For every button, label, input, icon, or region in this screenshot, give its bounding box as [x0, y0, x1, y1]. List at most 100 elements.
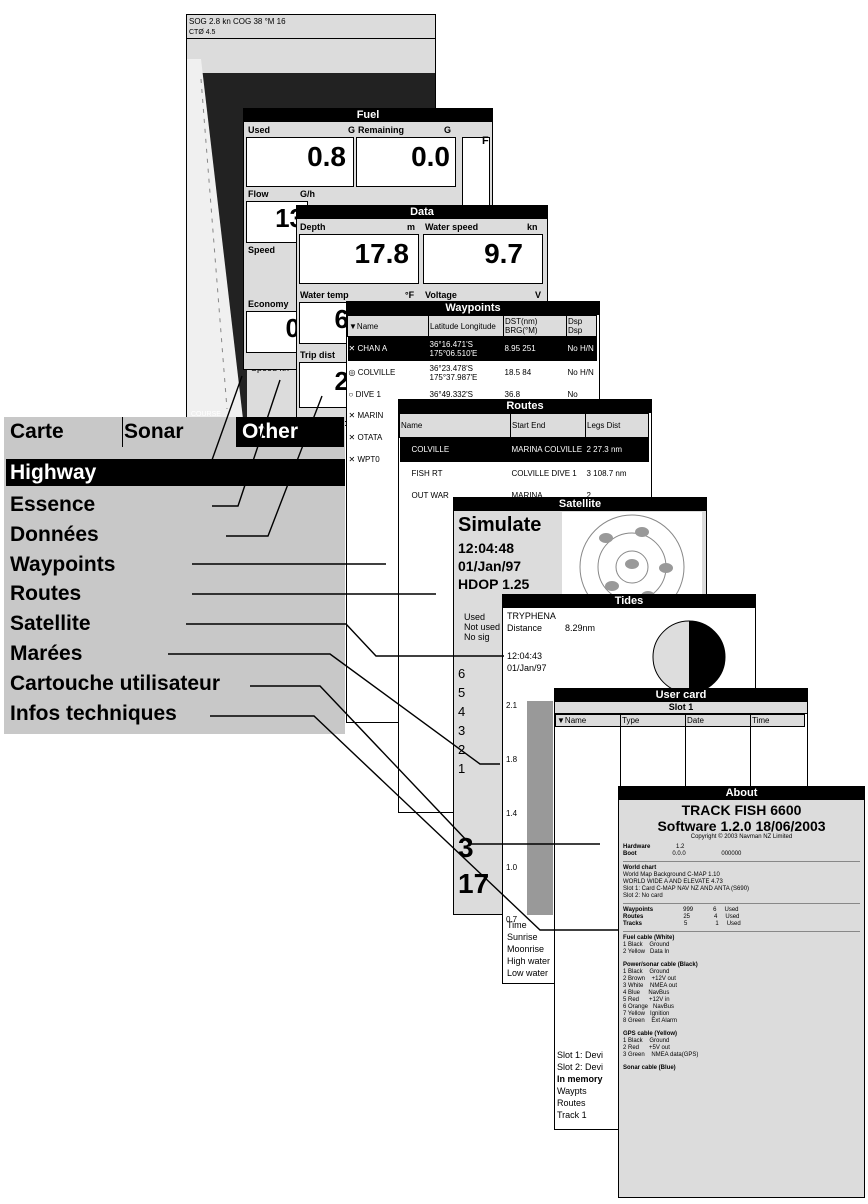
table-row[interactable]: ✕ WPT0 — [348, 449, 597, 471]
wpt-name: ✕ WPT0 — [348, 455, 380, 464]
tab-carte[interactable]: Carte — [4, 417, 123, 447]
col-dst[interactable]: DST(nm) BRG(°M) — [503, 315, 567, 337]
table-row[interactable]: ○ DIVE 1 36°49.332'S 36.8 No — [348, 385, 597, 405]
tides-title: Tides — [503, 595, 755, 608]
sonar-cable-heading: Sonar cable (Blue) — [623, 1065, 676, 1071]
wpt-dst: 8.95 251 — [504, 344, 536, 354]
table-row[interactable]: ✕ OTATA — [348, 427, 597, 449]
menu-item-routes[interactable]: Routes — [10, 582, 82, 605]
bar-tick: 2 — [458, 742, 466, 757]
highway-road — [187, 59, 243, 419]
highway-sky — [187, 39, 435, 73]
slot2-row: Slot 2: Devi — [557, 1062, 604, 1072]
tide-date: 01/Jan/97 — [507, 663, 547, 673]
tide-y-tick: 0.7 — [506, 915, 518, 924]
power-cable-heading: Power/sonar cable (Black) — [623, 962, 698, 968]
world-chart-heading: World chart — [623, 865, 657, 871]
remaining-unit: G — [444, 125, 452, 135]
bar-tick: 3 — [458, 723, 466, 738]
remaining-value: 0.0 — [411, 141, 450, 172]
gps-cable-row: 1 Black Ground — [623, 1038, 670, 1044]
table-row[interactable]: ✕ CHAN A 36°16.471'S 175°06.510'E 8.95 2… — [347, 336, 597, 361]
tide-rows: Time Sunrise Moonrise High water Low wat… — [507, 919, 550, 979]
remaining-label: Remaining — [358, 125, 405, 135]
voltage-label: Voltage — [425, 290, 457, 300]
wpt-coord: 36°23.478'S 175°37.987'E — [429, 363, 478, 382]
world-chart-line-1: World Map Background C-MAP 1.10 — [623, 872, 720, 878]
table-row[interactable]: COLVILLE MARINA COLVILLE 2 27.3 nm — [399, 437, 649, 462]
about-title: About — [619, 787, 864, 800]
used-value: 0.8 — [307, 141, 346, 172]
route-start-end: COLVILLE DIVE 1 — [511, 469, 577, 478]
tide-y-tick: 2.1 — [506, 701, 518, 710]
moon-phase-icon — [652, 620, 726, 694]
power-cable-row: 4 Blue NavBus — [623, 990, 670, 996]
menu-item-essence[interactable]: Essence — [10, 493, 96, 516]
col-name[interactable]: ▼Name — [347, 315, 429, 337]
gps-cable-row: 2 Red +5V out — [623, 1045, 670, 1051]
routes-table: Name Start End Legs Dist COLVILLE MARINA… — [399, 413, 649, 506]
menu-item-waypoints[interactable]: Waypoints — [10, 553, 116, 576]
col-date[interactable]: Date — [685, 714, 751, 727]
legend-used: Used — [464, 612, 486, 622]
fuel-side-letter: F — [482, 135, 489, 147]
col-time[interactable]: Time — [750, 714, 805, 727]
wpt-name: ✕ CHAN A — [348, 344, 388, 354]
used-box — [246, 137, 354, 187]
other-menu: Carte Sonar Other Highway Essence Donnée… — [4, 417, 345, 734]
power-cable-row: 5 Red +12V in — [623, 997, 670, 1003]
water-temp-label: Water temp — [300, 290, 349, 300]
power-cable-row: 3 White NMEA out — [623, 983, 678, 989]
big-number-2: 17 — [458, 868, 490, 899]
usercard-bottom: Slot 1: Devi Slot 2: Devi In memory Wayp… — [557, 1049, 603, 1121]
hardware-row: Hardware 1.2 — [623, 844, 685, 850]
power-cable-row: 7 Yellow Ignition — [623, 1011, 670, 1017]
menu-item-donnees[interactable]: Données — [10, 523, 99, 546]
col-name[interactable]: ▼Name — [555, 714, 621, 727]
depth-box — [299, 234, 419, 284]
col-type[interactable]: Type — [620, 714, 686, 727]
depth-value: 17.8 — [354, 238, 410, 269]
wpt-name: ✕ OTATA — [348, 433, 383, 442]
fuel-title: Fuel — [244, 109, 492, 122]
tide-row: High water — [507, 956, 551, 966]
fuel-cable-heading: Fuel cable (White) — [623, 935, 675, 941]
col-legs[interactable]: Legs Dist — [585, 413, 649, 438]
table-row[interactable]: FISH RT COLVILLE DIVE 1 3 108.7 nm — [400, 462, 649, 486]
menu-item-cartouche[interactable]: Cartouche utilisateur — [10, 672, 221, 695]
legend-no-signal: No sig — [464, 632, 490, 642]
power-cable-row: 6 Orange NavBus — [623, 1004, 675, 1010]
water-speed-unit: kn — [527, 222, 538, 232]
tide-distance-label: Distance — [507, 623, 543, 633]
table-row[interactable]: OUT WAR MARINA 2 — [400, 486, 649, 506]
usercard-slot: Slot 1 — [555, 702, 807, 714]
voltage-unit: V — [535, 290, 542, 300]
menu-item-marees[interactable]: Marées — [10, 642, 83, 665]
wpt-dst: 36.8 — [504, 390, 521, 399]
course-label: COURSE — [191, 411, 221, 418]
water-temp-unit: °F — [405, 290, 415, 300]
gps-cable-row: 3 Green NMEA data(GPS) — [623, 1052, 699, 1058]
col-dsp[interactable]: Dsp Dsp — [566, 315, 597, 337]
water-speed-box — [423, 234, 543, 284]
table-row[interactable]: ◎ COLVILLE 36°23.478'S 175°37.987'E 18.5… — [348, 361, 597, 385]
highway-subheader: CTØ 4.5 — [187, 28, 435, 39]
tab-other[interactable]: Other — [236, 417, 344, 447]
trip-value: 2 — [334, 366, 349, 396]
menu-item-infos-techniques[interactable]: Infos techniques — [10, 702, 177, 725]
depth-unit: m — [407, 222, 416, 232]
table-row[interactable]: ✕ MARIN — [348, 405, 597, 427]
wpt-dsp: No H/N — [567, 344, 594, 354]
flow-unit: G/h — [300, 189, 315, 199]
tide-row: Sunrise — [507, 932, 538, 942]
route-name: OUT WAR — [411, 491, 449, 500]
software-version: Software 1.2.0 18/06/2003 — [657, 818, 826, 834]
menu-item-satellite[interactable]: Satellite — [10, 612, 91, 635]
used-unit: G — [348, 125, 356, 135]
col-start-end[interactable]: Start End — [510, 413, 586, 438]
in-memory-row: In memory — [557, 1074, 603, 1084]
gps-cable-heading: GPS cable (Yellow) — [623, 1031, 678, 1037]
